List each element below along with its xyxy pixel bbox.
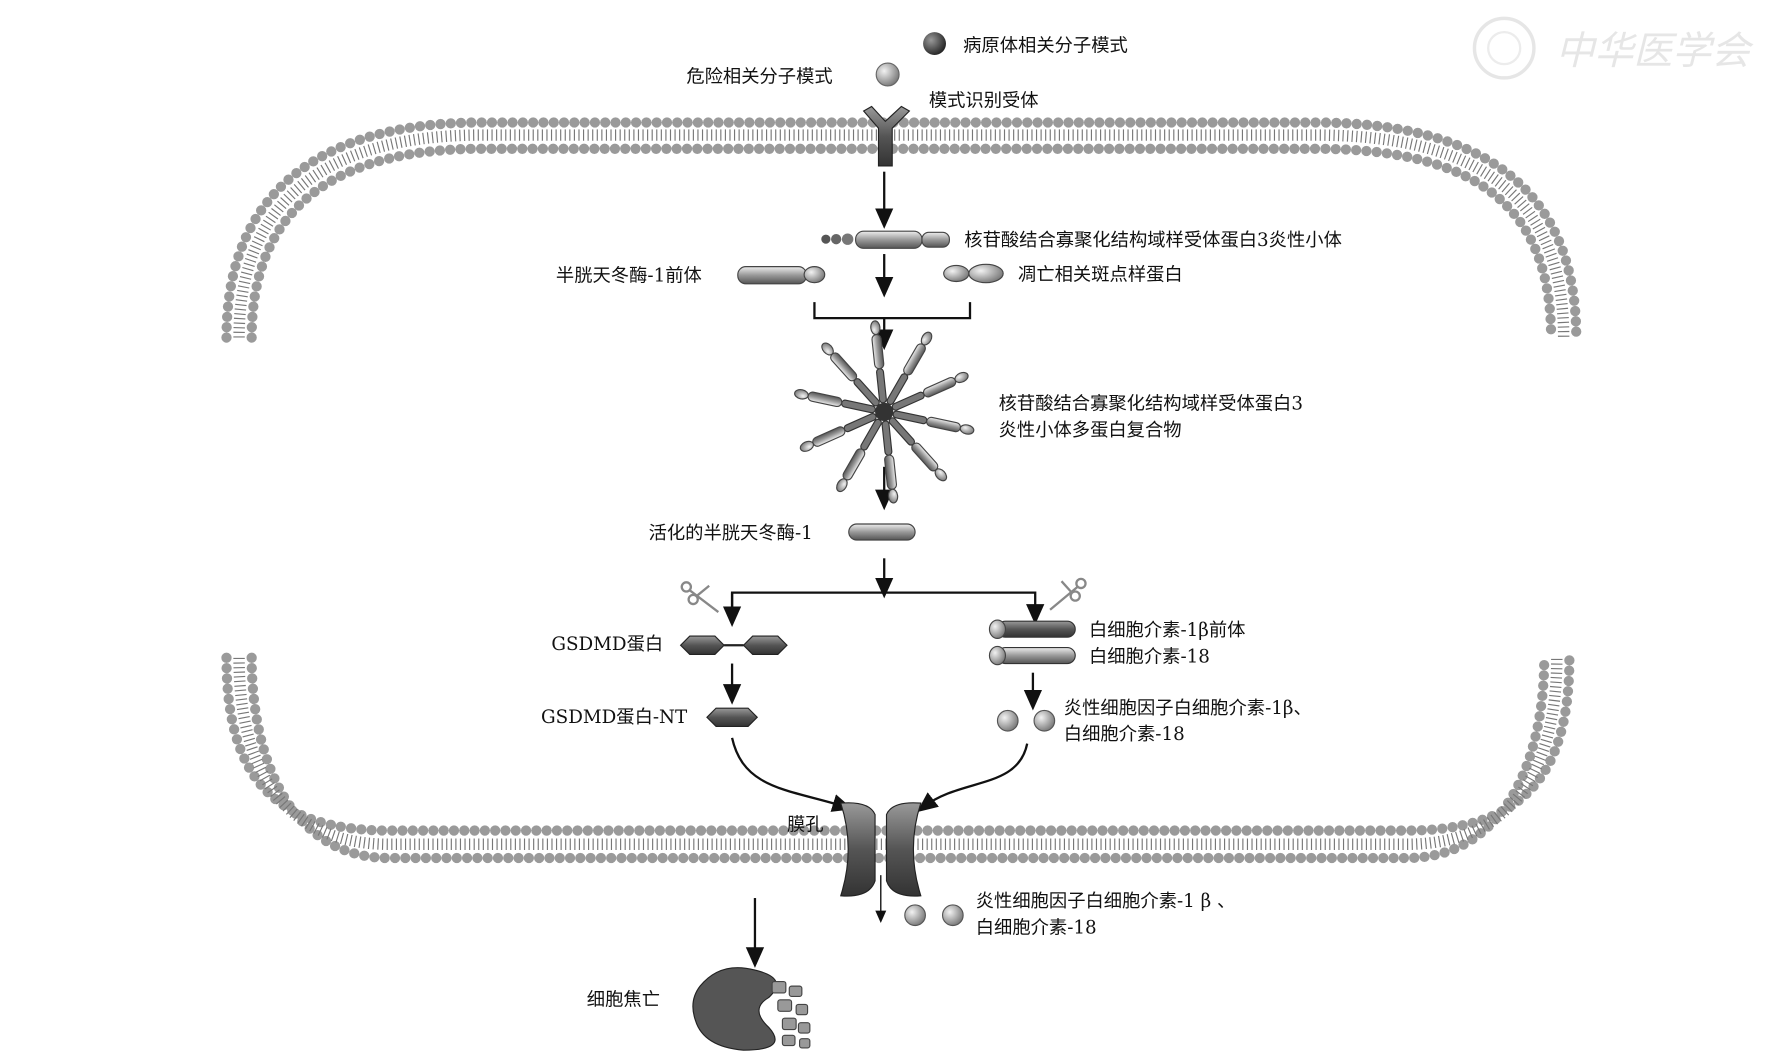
released-cytokine-icon: [941, 904, 964, 927]
inflammasome-arm: [821, 342, 880, 407]
inflammasome-arm: [799, 413, 877, 452]
damp-molecule-icon: [875, 62, 900, 87]
cytokines-label-line1: 炎性细胞因子白细胞介素-1β、: [1064, 698, 1312, 719]
watermark-logo: 中华医学会: [1472, 16, 1755, 80]
active-caspase1-label: 活化的半胱天冬酶-1: [649, 523, 813, 544]
scissors-icon: [1049, 577, 1087, 611]
released-label-line1: 炎性细胞因子白细胞介素-1 β 、: [976, 891, 1236, 912]
curved-arrow: [917, 743, 1029, 813]
inflammasome-core: [875, 402, 894, 422]
watermark-text: 中华医学会: [1556, 29, 1755, 74]
inflammasome-arm: [881, 420, 899, 504]
nlrp3-label: 核苷酸结合寡聚化结构域样受体蛋白3炎性小体: [964, 230, 1342, 251]
pro-il1b-icon: [988, 619, 1076, 639]
inflammasome-arm: [892, 410, 975, 435]
complex-label-line2: 炎性小体多蛋白复合物: [999, 420, 1182, 441]
cell-membrane-top: [221, 117, 1582, 343]
pyroptotic-cell-icon: [692, 967, 811, 1051]
inflammasome-arm: [886, 331, 933, 406]
pro-caspase1-icon: [737, 266, 826, 285]
damp-label: 危险相关分子模式: [686, 66, 832, 87]
membrane-pore-icon: [839, 802, 922, 897]
nlrp3-protein-icon: [821, 230, 950, 249]
released-cytokine-icon: [904, 904, 926, 927]
inflammasome-arm: [836, 418, 882, 493]
scissors-icon: [680, 581, 720, 613]
pamp-molecule-icon: [923, 32, 946, 56]
prr-label: 模式识别受体: [929, 90, 1039, 111]
pro-caspase1-label: 半胱天冬酶-1前体: [556, 265, 702, 286]
il18-precursor-icon: [988, 645, 1076, 666]
il18-label: 白细胞介素-18: [1089, 646, 1210, 667]
inflammasome-complex-icon: [794, 320, 975, 504]
inflammasome-arm: [794, 389, 876, 414]
gsdmd-nt-icon: [706, 707, 759, 728]
inflammasome-arm: [891, 371, 969, 411]
cytokine-il18-icon: [1033, 709, 1056, 732]
inflammasome-arm: [870, 320, 887, 404]
gsdmd-label: GSDMD蛋白: [551, 634, 663, 655]
branch-line: [730, 591, 1045, 625]
asc-label: 凋亡相关斑点样蛋白: [1018, 264, 1183, 285]
pamp-label: 病原体相关分子模式: [963, 36, 1128, 57]
pore-label: 膜孔: [787, 815, 824, 836]
cytokines-label-line2: 白细胞介素-18: [1064, 724, 1185, 745]
cytokine-il1b-icon: [996, 709, 1019, 732]
asc-protein-icon: [943, 263, 1004, 284]
gsdmd-protein-icon: [679, 635, 788, 655]
released-label-line2: 白细胞介素-18: [976, 917, 1097, 938]
bracket-line: [813, 302, 972, 320]
curved-arrow: [730, 737, 853, 812]
pro-il1b-label: 白细胞介素-1β前体: [1089, 620, 1245, 641]
inflammasome-arm: [888, 417, 948, 482]
gsdmd-nt-label: GSDMD蛋白-NT: [541, 707, 688, 728]
receptor-icon: [862, 105, 911, 167]
active-caspase1-icon: [848, 523, 916, 541]
complex-label-line1: 核苷酸结合寡聚化结构域样受体蛋白3: [999, 394, 1303, 415]
pyroptosis-label: 细胞焦亡: [587, 990, 660, 1011]
